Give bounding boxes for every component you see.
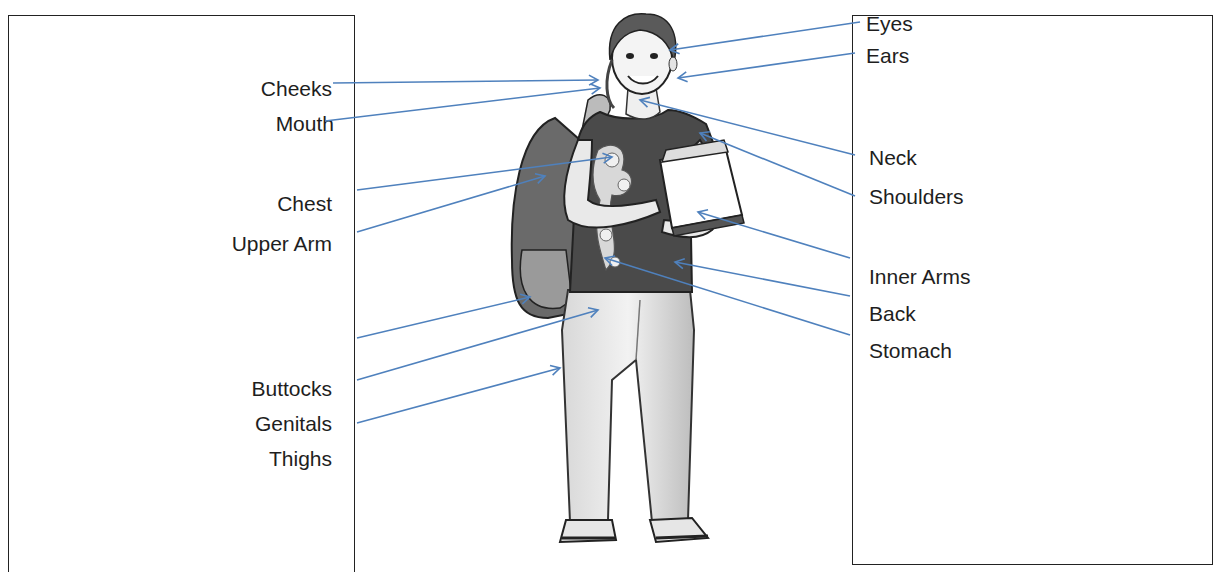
leader-line — [678, 53, 855, 78]
leader-line — [357, 310, 598, 380]
leader-line — [700, 133, 855, 196]
body-part-label: Mouth — [276, 112, 334, 136]
body-part-label: Upper Arm — [232, 232, 332, 256]
leader-line — [357, 368, 560, 423]
leader-lines — [325, 22, 860, 423]
body-part-label: Inner Arms — [869, 265, 971, 289]
shirt — [570, 110, 716, 292]
backpack — [512, 95, 610, 318]
arms — [564, 140, 721, 237]
pants — [562, 290, 694, 522]
leader-line — [357, 297, 530, 338]
leader-line — [325, 88, 600, 121]
body-part-label: Genitals — [255, 412, 332, 436]
leader-line — [605, 258, 850, 335]
leader-line — [640, 100, 855, 155]
body-part-label: Chest — [277, 192, 332, 216]
body-part-label: Back — [869, 302, 916, 326]
label-box: CheeksMouthChestUpper ArmButtocksGenital… — [8, 15, 355, 572]
leader-line — [357, 157, 612, 190]
leader-line — [675, 262, 850, 296]
body-part-label: Shoulders — [869, 185, 964, 209]
body-part-label: Ears — [866, 44, 909, 68]
body-part-label: Cheeks — [261, 77, 332, 101]
body-part-label: Stomach — [869, 339, 952, 363]
leader-line — [698, 212, 850, 258]
leader-line — [333, 80, 598, 83]
body-part-label: Eyes — [866, 12, 913, 36]
body-part-label: Neck — [869, 146, 917, 170]
sandals — [560, 518, 708, 542]
body-part-label: Buttocks — [251, 377, 332, 401]
label-box: EyesEarsNeckShouldersInner ArmsBackStoma… — [852, 15, 1213, 565]
leader-line — [357, 176, 545, 232]
books — [660, 140, 744, 236]
body-part-label: Thighs — [269, 447, 332, 471]
head — [607, 14, 677, 119]
leader-line — [670, 22, 860, 50]
